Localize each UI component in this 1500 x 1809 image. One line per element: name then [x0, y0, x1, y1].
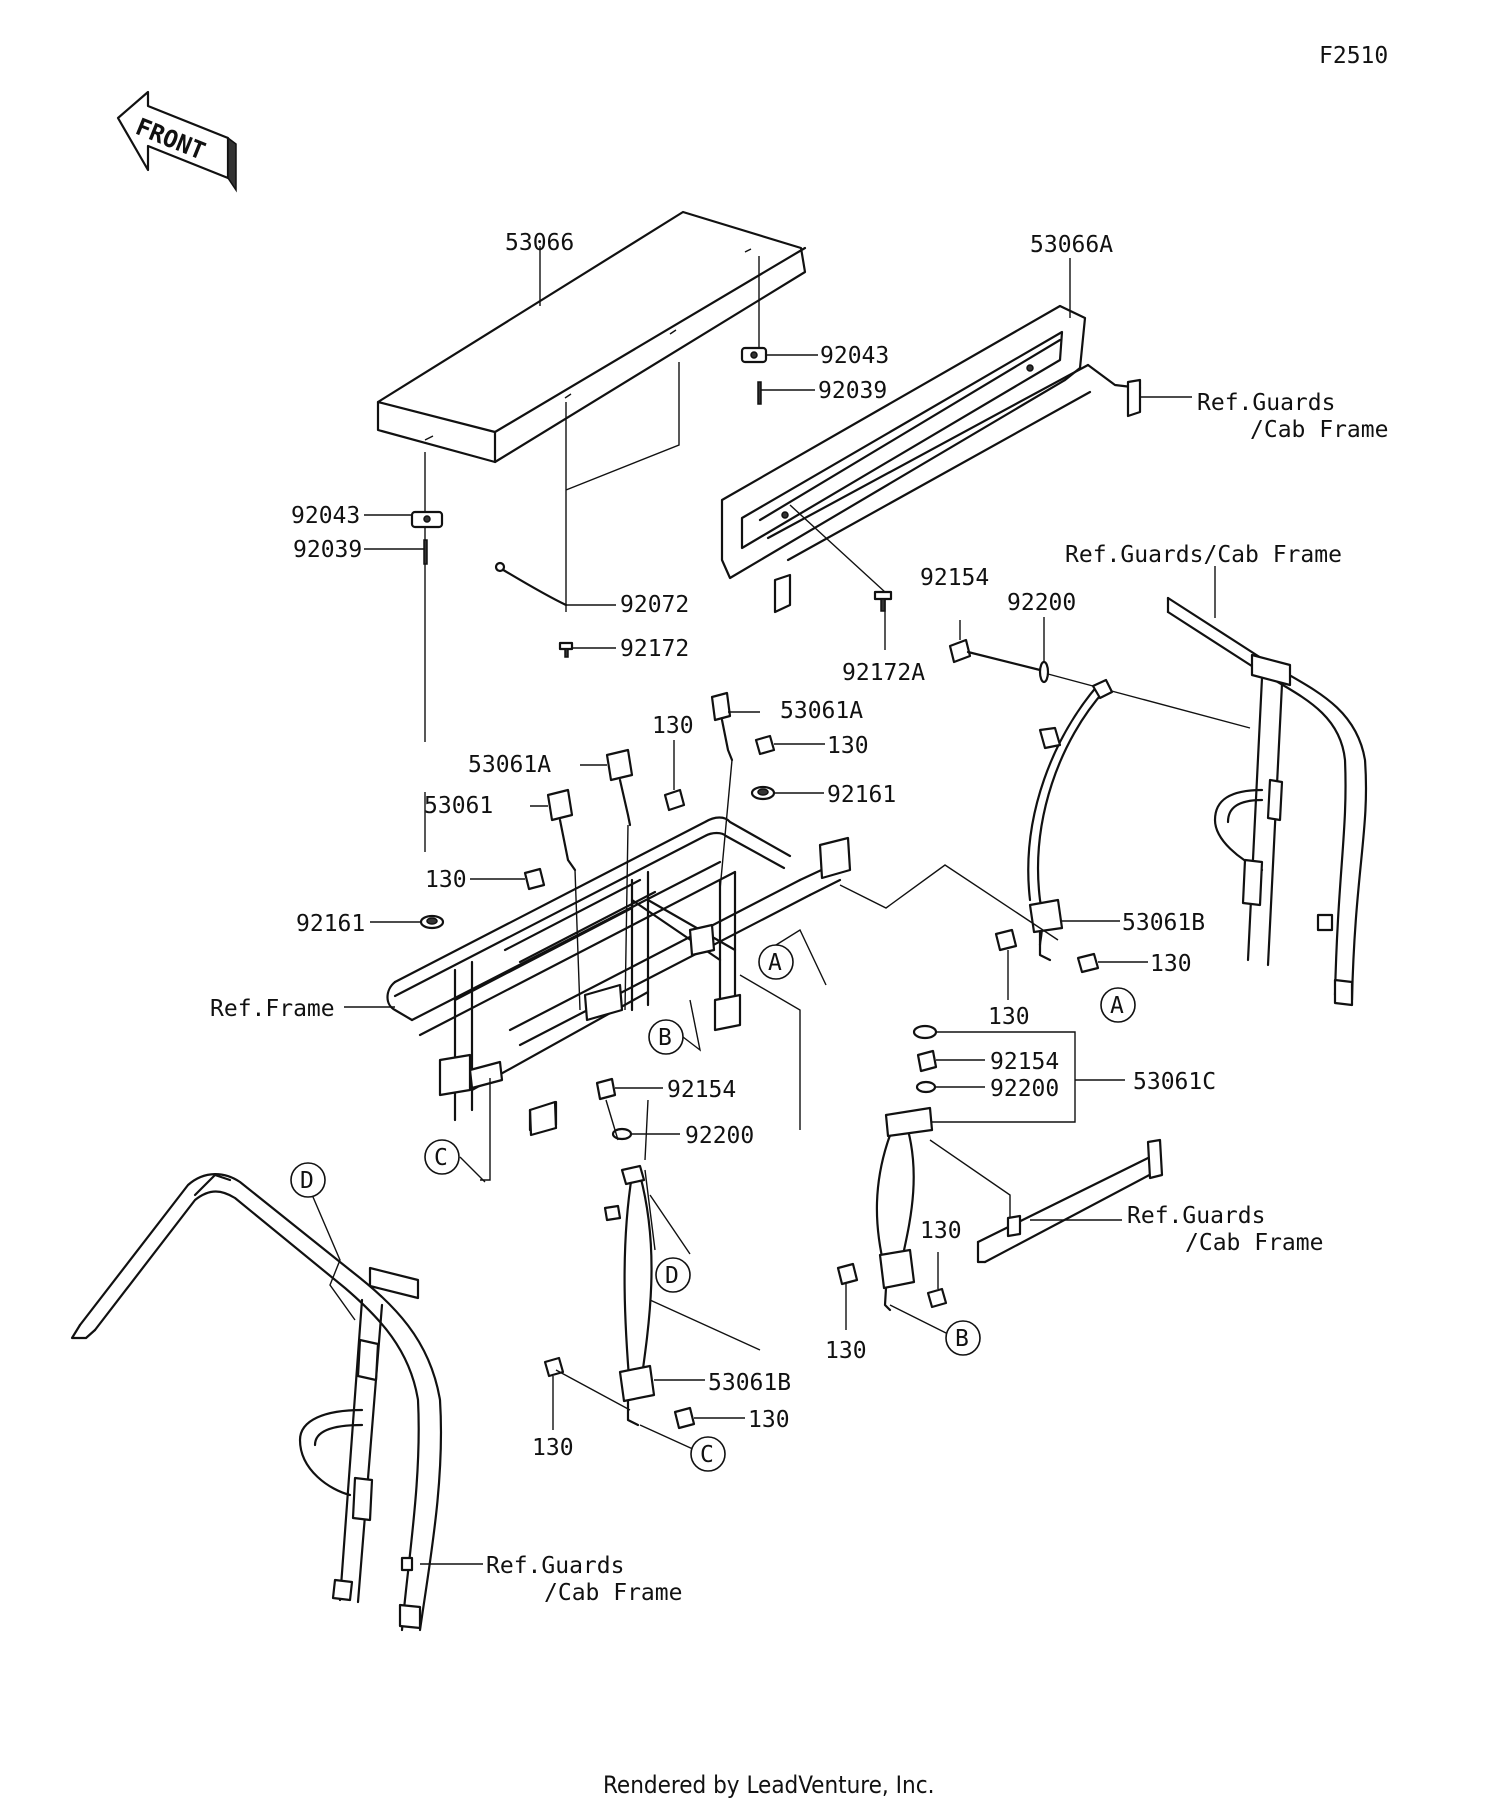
label-ref-guards-top-1: Ref.Guards — [1197, 390, 1335, 416]
label-130-f: 130 — [920, 1218, 962, 1244]
footer-credit: Rendered by LeadVenture, Inc. — [603, 1771, 934, 1799]
screw-92172A — [873, 590, 893, 612]
cab-frame-lower-left — [70, 1173, 443, 1632]
callout-a-2: A — [1100, 987, 1136, 1023]
bolt-130-upper-right — [1076, 952, 1100, 974]
label-130-b: 130 — [827, 733, 869, 759]
label-92200-left: 92200 — [685, 1123, 754, 1149]
label-130-c: 130 — [425, 867, 467, 893]
bolt-130-lower-left-a — [543, 1356, 565, 1378]
grommet-92161-b — [419, 914, 445, 930]
grommet-92161-a — [750, 785, 776, 801]
callout-b-2: B — [945, 1320, 981, 1356]
callout-d-1: D — [290, 1162, 326, 1198]
label-92172: 92172 — [620, 636, 689, 662]
bolt-130-upper-center — [994, 928, 1018, 952]
pin-92039-right — [757, 381, 762, 405]
label-92200-upper: 92200 — [1007, 590, 1076, 616]
label-92043-left: 92043 — [291, 503, 360, 529]
label-92154-left: 92154 — [667, 1077, 736, 1103]
bolt-92154-upper — [948, 638, 1042, 672]
label-130-d: 130 — [1150, 951, 1192, 977]
label-130-a: 130 — [652, 713, 694, 739]
label-130-e: 130 — [988, 1004, 1030, 1030]
label-92072: 92072 — [620, 592, 689, 618]
washer-92200-upper — [1038, 660, 1050, 684]
label-92161-b: 92161 — [296, 911, 365, 937]
label-130-h: 130 — [748, 1407, 790, 1433]
bolt-92154-lower-right — [916, 1049, 938, 1073]
label-92200-right: 92200 — [990, 1076, 1059, 1102]
label-92172A: 92172A — [842, 660, 925, 686]
seat-belt-53061B-left — [603, 1164, 656, 1427]
buckle-53061A-right — [710, 691, 734, 762]
label-ref-guards-bot-1: Ref.Guards — [486, 1553, 624, 1579]
label-53066: 53066 — [505, 230, 574, 256]
callout-c-2: C — [690, 1436, 726, 1472]
seat-cushion — [376, 210, 807, 464]
seat-belt-53061B-right — [1027, 678, 1114, 962]
label-53066A: 53066A — [1030, 232, 1113, 258]
svg-text:B: B — [658, 1025, 672, 1051]
bracket-92043-right — [740, 346, 768, 364]
front-arrow-icon: FRONT — [116, 90, 237, 193]
label-92154-right: 92154 — [990, 1049, 1059, 1075]
bolt-130-a — [663, 788, 686, 812]
label-ref-guards-mid-2: /Cab Frame — [1185, 1230, 1323, 1256]
leader-seat-hardware — [424, 362, 680, 852]
cap-53061C — [912, 1024, 938, 1040]
label-53061B-left: 53061B — [708, 1370, 791, 1396]
svg-text:A: A — [1110, 993, 1124, 1019]
svg-text:D: D — [665, 1263, 679, 1289]
label-53061A-left: 53061A — [468, 752, 551, 778]
label-92039-left: 92039 — [293, 537, 362, 563]
label-92161-a: 92161 — [827, 782, 896, 808]
cab-frame-lower-right — [976, 1138, 1164, 1264]
label-ref-frame: Ref.Frame — [210, 996, 335, 1022]
bolt-130-lower-right-a — [836, 1262, 859, 1286]
label-130-g: 130 — [825, 1338, 867, 1364]
label-ref-guards-right: Ref.Guards/Cab Frame — [1065, 542, 1342, 568]
callout-b-1: B — [648, 1019, 684, 1055]
backrest — [720, 304, 1142, 614]
bolt-130-lower-left-b — [673, 1406, 696, 1430]
bolt-92154-lower-left — [595, 1077, 617, 1101]
label-130-i: 130 — [532, 1435, 574, 1461]
seat-frame — [386, 816, 852, 1137]
svg-text:B: B — [955, 1326, 969, 1352]
label-53061A-right: 53061A — [780, 698, 863, 724]
label-53061B-right: 53061B — [1122, 910, 1205, 936]
label-92039-right: 92039 — [818, 378, 887, 404]
cab-frame-right — [1166, 596, 1368, 1007]
svg-text:A: A — [768, 950, 782, 976]
label-ref-guards-top-2: /Cab Frame — [1250, 417, 1388, 443]
pin-92039-left — [423, 539, 428, 565]
figure-code: F2510 — [1319, 43, 1388, 69]
buckle-53061A-left — [605, 748, 634, 827]
label-92154-upper: 92154 — [920, 565, 989, 591]
bolt-130-c — [523, 867, 546, 891]
svg-text:D: D — [300, 1168, 314, 1194]
washer-92200-lower-right — [915, 1080, 937, 1094]
callout-c-1: C — [424, 1139, 460, 1175]
bolt-130-b — [754, 734, 776, 756]
label-53061: 53061 — [424, 793, 493, 819]
seat-belt-53061C — [875, 1106, 934, 1312]
svg-text:C: C — [434, 1145, 448, 1171]
bolt-130-lower-right-b — [926, 1287, 948, 1309]
label-92043-right: 92043 — [820, 343, 889, 369]
callout-d-2: D — [655, 1257, 691, 1293]
buckle-53061 — [546, 788, 577, 872]
label-ref-guards-mid-1: Ref.Guards — [1127, 1203, 1265, 1229]
screw-92172 — [558, 641, 574, 658]
label-ref-guards-bot-2: /Cab Frame — [544, 1580, 682, 1606]
cable-92072 — [494, 561, 568, 607]
svg-text:C: C — [700, 1442, 714, 1468]
bracket-92043-left — [410, 510, 444, 529]
label-53061C: 53061C — [1133, 1069, 1216, 1095]
callout-a-1: A — [758, 944, 794, 980]
